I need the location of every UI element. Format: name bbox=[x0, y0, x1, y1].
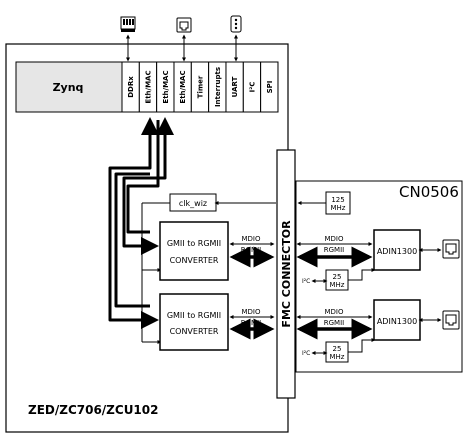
rj45-icon bbox=[442, 310, 460, 330]
osc-25mhz-top: 25 MHz bbox=[325, 269, 349, 291]
zynq-cell-label: SPI bbox=[266, 81, 274, 94]
osc-125mhz: 125 MHz bbox=[325, 191, 351, 215]
phy-bottom: ADIN1300 bbox=[373, 299, 421, 341]
osc-25-top-line1: 25 bbox=[333, 273, 342, 281]
bus-phy-top-mdio: MDIO bbox=[324, 235, 343, 243]
cn0506-box bbox=[295, 180, 463, 373]
bus-top-mdio: MDIO bbox=[241, 235, 260, 243]
converter-top-line1: GMII to RGMII bbox=[167, 239, 221, 248]
memory-icon bbox=[120, 16, 136, 32]
zynq-cell-label: Timer bbox=[196, 75, 204, 98]
osc-25-top-line2: MHz bbox=[330, 281, 345, 289]
clk-wiz-label: clk_wiz bbox=[179, 199, 207, 208]
bus-phy-top: MDIO RGMII bbox=[296, 235, 373, 268]
converter-bottom: GMII to RGMII CONVERTER bbox=[159, 293, 229, 351]
zynq-cell-label: UART bbox=[231, 76, 239, 97]
rj45-icon bbox=[442, 239, 460, 259]
board-label: ZED/ZC706/ZCU102 bbox=[28, 403, 158, 417]
zynq-cell-label: DDRx bbox=[127, 76, 135, 98]
bus-phy-top-rgmii: RGMII bbox=[324, 246, 344, 254]
bus-phy-bottom-rgmii: RGMII bbox=[324, 319, 344, 327]
bus-phy-bottom-mdio: MDIO bbox=[324, 308, 343, 316]
zynq-cell-label: Eth/MAC bbox=[179, 70, 187, 103]
bus-bottom-rgmii: RGMII bbox=[241, 319, 261, 327]
bus-phy-bottom: MDIO RGMII bbox=[296, 308, 373, 340]
zynq-cell-label: Eth/MAC bbox=[144, 70, 152, 103]
serial-port-icon bbox=[230, 15, 242, 33]
osc-125-line2: MHz bbox=[331, 204, 346, 212]
phy-bottom-label: ADIN1300 bbox=[377, 317, 417, 326]
cn0506-title: CN0506 bbox=[399, 183, 459, 201]
zynq-label: Zynq bbox=[53, 81, 84, 94]
converter-top-line2: CONVERTER bbox=[170, 256, 219, 265]
bus-bottom-mdio: MDIO bbox=[241, 308, 260, 316]
zynq-peripheral-cells: DDRx Eth/MAC Eth/MAC Eth/MAC Timer Interrupts… bbox=[121, 61, 279, 113]
zynq-cell-label: I²C bbox=[248, 82, 256, 93]
osc-125-line1: 125 bbox=[331, 196, 344, 204]
converter-bottom-line2: CONVERTER bbox=[170, 327, 219, 336]
fmc-connector bbox=[276, 149, 296, 399]
converter-top: GMII to RGMII CONVERTER bbox=[159, 221, 229, 281]
osc-25-bottom-line2: MHz bbox=[330, 353, 345, 361]
bus-top: MDIO RGMII bbox=[229, 235, 275, 268]
ethernet-port-icon bbox=[176, 17, 192, 33]
osc-25-bottom-line1: 25 bbox=[333, 345, 342, 353]
i2c-label-top: I²C bbox=[302, 278, 310, 285]
fmc-label: FMC CONNECTOR bbox=[280, 220, 293, 328]
zynq-cell-label: Interrupts bbox=[214, 67, 222, 107]
osc-25mhz-bottom: 25 MHz bbox=[325, 341, 349, 363]
i2c-label-bottom: I²C bbox=[302, 350, 310, 357]
bus-top-rgmii: RGMII bbox=[241, 246, 261, 254]
bus-bottom: MDIO RGMII bbox=[229, 308, 275, 340]
zynq-cell bbox=[260, 61, 279, 113]
phy-top-label: ADIN1300 bbox=[377, 247, 417, 256]
converter-bottom-line1: GMII to RGMII bbox=[167, 311, 221, 320]
zynq-cell-label: Eth/MAC bbox=[162, 70, 170, 103]
phy-top: ADIN1300 bbox=[373, 229, 421, 271]
